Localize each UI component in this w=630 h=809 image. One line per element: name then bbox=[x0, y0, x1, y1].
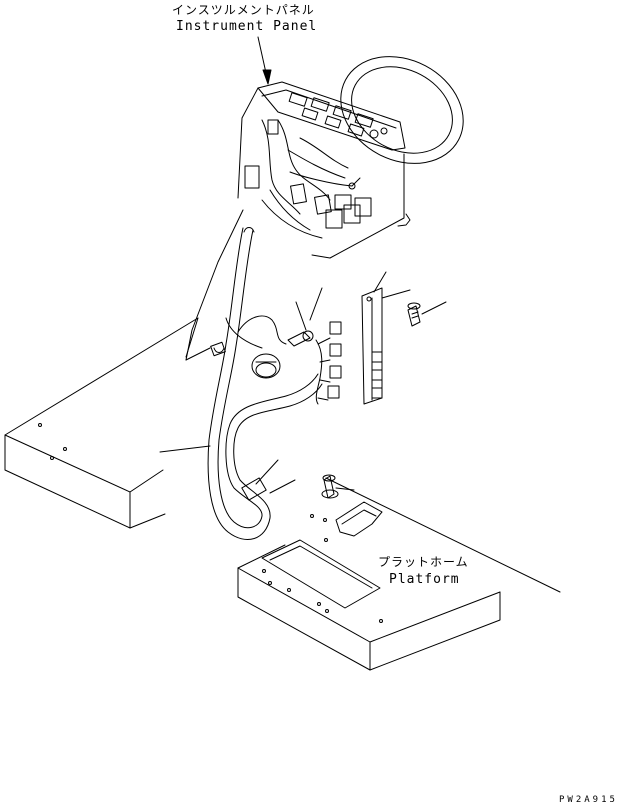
instrument-panel-label: Instrument Panel bbox=[176, 19, 318, 34]
instrument-panel-label-jp: インスツルメントパネル bbox=[172, 3, 315, 17]
platform-cover-plate bbox=[336, 502, 382, 536]
branch-connectors bbox=[316, 322, 341, 404]
relay-bracket bbox=[362, 272, 410, 404]
horn bbox=[252, 354, 280, 378]
steering-column bbox=[186, 88, 410, 360]
platform bbox=[238, 478, 560, 670]
platform-opening bbox=[262, 540, 380, 608]
drawing-code: PW2A915 bbox=[559, 795, 618, 805]
steering-wheel bbox=[322, 36, 482, 184]
instrument-panel-leader bbox=[258, 37, 271, 84]
platform-label: Platform bbox=[389, 572, 460, 587]
bracket-bolt bbox=[408, 302, 446, 326]
instrument-panel bbox=[258, 82, 405, 150]
leader-lines bbox=[160, 348, 278, 484]
main-harness bbox=[208, 228, 322, 540]
bolt bbox=[288, 288, 322, 346]
platform-bolt bbox=[322, 475, 354, 498]
dash-wiring bbox=[245, 120, 371, 238]
platform-label-jp: プラットホーム bbox=[378, 555, 469, 569]
floor-plate bbox=[5, 318, 198, 528]
